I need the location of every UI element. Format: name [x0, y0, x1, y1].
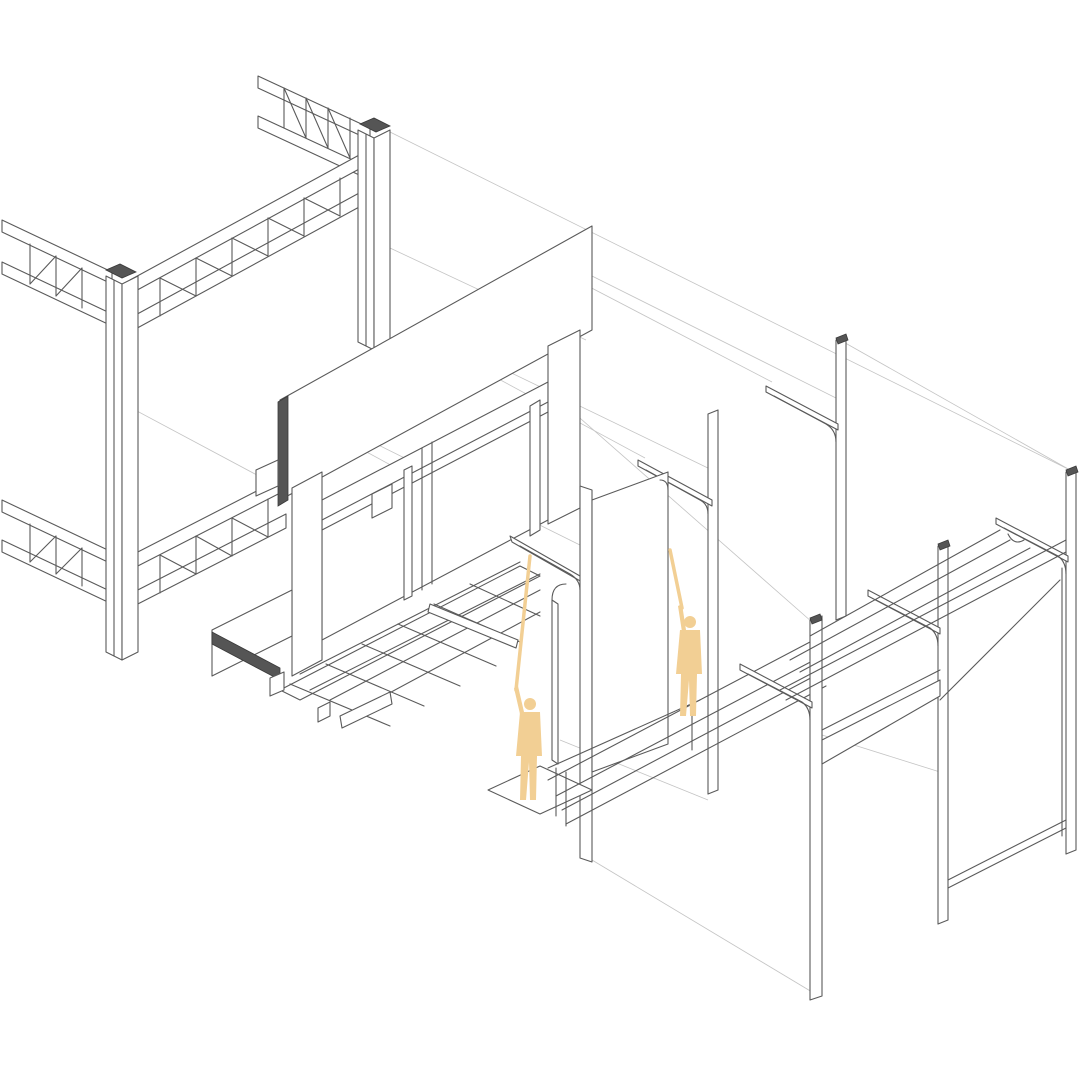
- human-figure-back: [668, 548, 702, 716]
- lower-side-truss: [129, 475, 287, 609]
- back-column: [357, 117, 391, 351]
- steel-truss-frame: [1, 75, 391, 661]
- upper-left-truss: [1, 219, 113, 327]
- hanging-panel-track: [487, 409, 827, 863]
- floor-slab: [211, 589, 293, 681]
- lower-left-truss: [1, 499, 113, 605]
- floor-grid: [269, 561, 541, 729]
- rolling-panel-tracks: [739, 333, 1079, 1001]
- fascia-panel: [255, 225, 593, 677]
- human-figure-front: [514, 554, 542, 800]
- fascia-and-window: [211, 225, 593, 681]
- upper-side-truss: [129, 147, 373, 333]
- left-column: [105, 263, 139, 661]
